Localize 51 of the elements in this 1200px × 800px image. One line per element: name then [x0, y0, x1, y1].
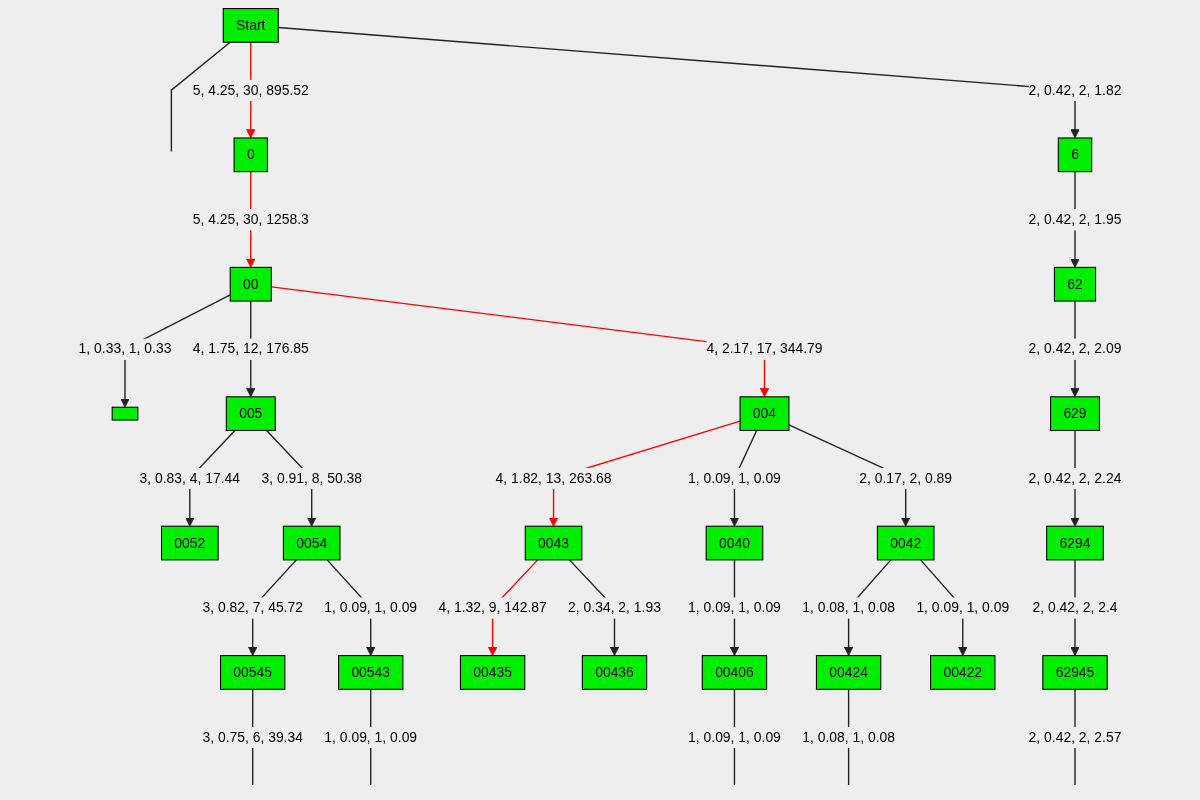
edge-label: 1, 0.09, 1, 0.09	[688, 599, 781, 616]
edge-label: 3, 0.83, 4, 17.44	[139, 470, 241, 487]
edge-label: 4, 1.75, 12, 176.85	[192, 340, 309, 357]
node-box: 00422	[930, 655, 996, 690]
node-box: 00424	[815, 655, 882, 690]
edge-label: 1, 0.08, 1, 0.08	[802, 599, 895, 616]
edge-label: 2, 0.34, 2, 1.93	[568, 599, 661, 616]
node-box: 00545	[220, 655, 286, 690]
edge-label: 3, 0.75, 6, 39.34	[202, 728, 303, 745]
node-box: 0040	[705, 525, 764, 561]
node-box: 62945	[1042, 655, 1108, 690]
node-box: 0054	[282, 525, 341, 561]
node-box: 62	[1053, 266, 1097, 302]
node-box: 00543	[338, 655, 404, 690]
node-box: 00436	[581, 655, 648, 690]
edge-label: 2, 0.42, 2, 2.09	[1028, 340, 1122, 357]
node-box: Start	[222, 8, 279, 43]
node-box: 629	[1050, 396, 1100, 431]
node-box: 6	[1057, 137, 1093, 173]
edge-label: 1, 0.09, 1, 0.09	[324, 599, 418, 616]
edge-label: 3, 0.91, 8, 50.38	[261, 470, 362, 487]
edge-label: 2, 0.17, 2, 0.89	[859, 470, 953, 487]
node-box: 00	[229, 266, 272, 302]
node-box	[111, 406, 139, 421]
edge-label: 5, 4.25, 30, 895.52	[192, 81, 309, 98]
edge-label: 1, 0.09, 1, 0.09	[688, 728, 781, 745]
edge-label: 5, 4.25, 30, 1258.3	[192, 211, 309, 228]
edge-label: 2, 0.42, 2, 1.95	[1028, 211, 1122, 228]
node-box: 004	[739, 396, 790, 431]
edge-label: 2, 0.42, 2, 1.82	[1028, 81, 1122, 98]
edge-label: 1, 0.33, 1, 0.33	[78, 340, 172, 357]
edge-label: 3, 0.82, 7, 45.72	[202, 599, 303, 616]
node-box: 0042	[876, 525, 935, 561]
edge-label: 2, 0.42, 2, 2.24	[1028, 470, 1122, 487]
node-box: 0052	[161, 525, 219, 561]
node-box: 00406	[701, 655, 768, 690]
edge-label: 2, 0.42, 2, 2.4	[1032, 599, 1118, 616]
node-box: 0043	[524, 525, 583, 561]
connector	[170, 41, 231, 153]
node-box: 0	[233, 137, 268, 173]
edge-label: 1, 0.09, 1, 0.09	[688, 470, 781, 487]
edge-label: 2, 0.42, 2, 2.57	[1028, 728, 1122, 745]
edge-label: 4, 2.17, 17, 344.79	[706, 340, 823, 357]
edge-label: 1, 0.09, 1, 0.09	[916, 599, 1010, 616]
edge-label: 4, 1.32, 9, 142.87	[438, 599, 547, 616]
edge-label: 1, 0.09, 1, 0.09	[324, 728, 418, 745]
node-box: 00435	[459, 655, 526, 690]
node-box: 6294	[1046, 525, 1104, 561]
node-box: 005	[225, 396, 276, 431]
edge-label: 4, 1.82, 13, 263.68	[495, 470, 612, 487]
edge-label: 1, 0.08, 1, 0.08	[802, 728, 895, 745]
